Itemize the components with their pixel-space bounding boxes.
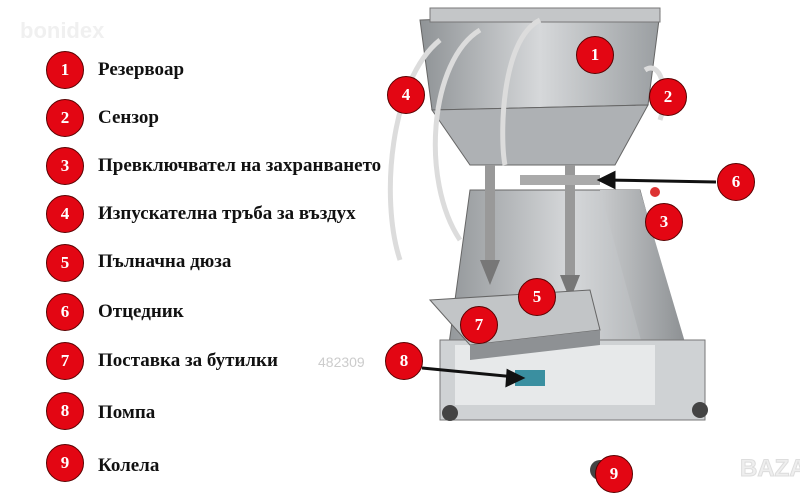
callout-8-pump: 8 (385, 342, 423, 380)
power-switch (650, 187, 660, 197)
watermark-bazar: BAZAR (740, 455, 800, 483)
legend-badge-8: 8 (46, 392, 84, 430)
legend-label-bottle-tray: Поставка за бутилки (98, 350, 278, 371)
legend-label-power-switch: Превключвател на захранването (98, 155, 382, 176)
callout-2-sensor: 2 (649, 78, 687, 116)
callout-4-air-tube: 4 (387, 76, 425, 114)
callout-3-power-switch: 3 (645, 203, 683, 241)
callout-arrows (421, 170, 717, 388)
callout-1-reservoir: 1 (576, 36, 614, 74)
callout-7-bottle-tray: 7 (460, 306, 498, 344)
legend-label-sensor: Сензор (98, 107, 159, 128)
legend-label-wheels: Колела (98, 455, 160, 476)
legend-badge-6: 6 (46, 293, 84, 331)
pump (515, 370, 545, 386)
hopper-tank (419, 7, 661, 166)
overlay-code: 482309 (318, 354, 365, 370)
legend-label-nozzle: Пълначна дюза (98, 251, 232, 272)
legend-badge-1: 1 (46, 51, 84, 89)
legend-label-pump: Помпа (98, 402, 156, 423)
callout-9-wheels: 9 (595, 455, 633, 493)
legend-badge-9: 9 (46, 444, 84, 482)
legend-badge-7: 7 (46, 342, 84, 380)
legend-label-drain: Отцедник (98, 301, 184, 322)
legend-label-air-tube: Изпускателна тръба за въздух (98, 203, 356, 224)
filling-nozzles (480, 165, 600, 300)
callout-5-nozzle: 5 (518, 278, 556, 316)
legend-label-reservoir: Резервоар (98, 59, 185, 80)
callout-6-drain: 6 (717, 163, 755, 201)
watermark-bonidex: bonidex (20, 18, 105, 43)
legend-badge-5: 5 (46, 244, 84, 282)
legend-badge-2: 2 (46, 99, 84, 137)
legend-badge-4: 4 (46, 195, 84, 233)
legend-badge-3: 3 (46, 147, 84, 185)
